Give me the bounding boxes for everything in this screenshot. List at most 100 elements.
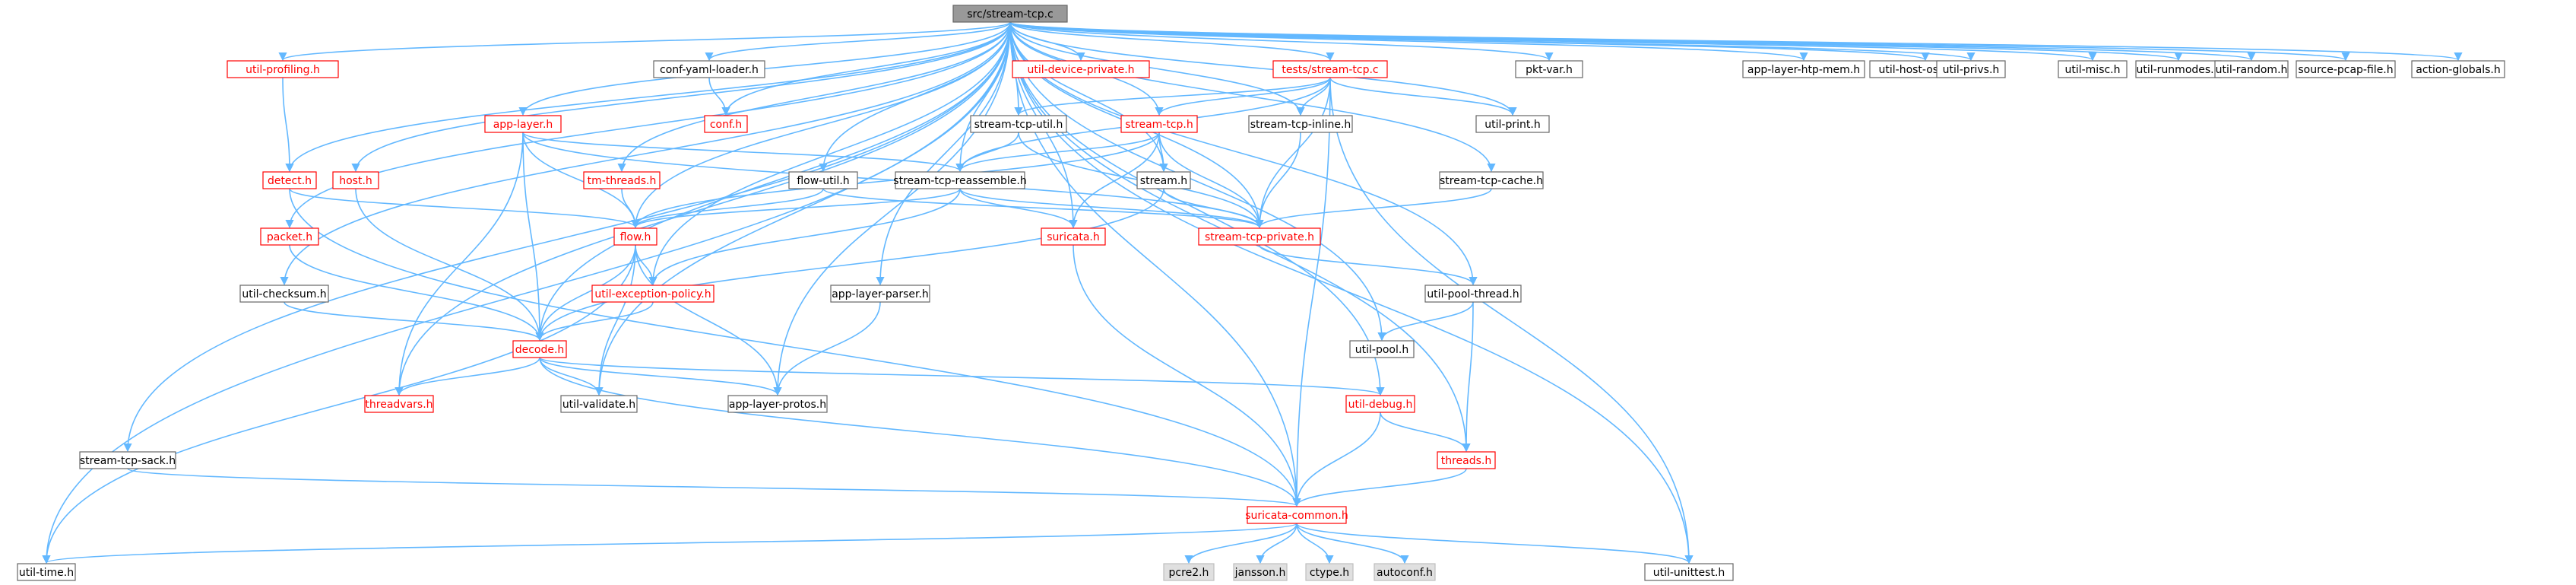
edge-stream_tcp_util-to-stream_tcp_reassemble [955,132,1019,173]
node-util-debug[interactable]: util-debug.h [1345,395,1415,413]
node-box [1936,60,2006,78]
node-label: flow.h [620,231,651,243]
node-box [1374,563,1436,581]
node-util-pool[interactable]: util-pool.h [1349,340,1415,358]
node-label: util-profiling.h [246,64,320,76]
edge-stream_tcp_inline-to-stream_tcp_private [1255,132,1301,229]
edge-layer [42,21,2462,564]
edge-threads-to-suricata_common [1292,468,1467,507]
node-label: util-checksum.h [242,288,326,300]
edge-app_layer-to-threadvars [394,132,524,396]
node-box [653,60,765,78]
node-util-random[interactable]: util-random.h [2214,60,2289,78]
node-pkt-var[interactable]: pkt-var.h [1515,60,1583,78]
node-stream-tcp-cache[interactable]: stream-tcp-cache.h [1439,171,1544,189]
node-box [2296,60,2396,78]
node-util-unittest[interactable]: util-unittest.h [1644,563,1734,581]
node-box [1305,563,1354,581]
node-label: app-layer.h [493,119,553,131]
edge-root-to-util_checksum [280,21,1011,286]
node-threads[interactable]: threads.h [1437,451,1496,469]
node-label: stream-tcp.h [1125,119,1193,131]
edge-flow_util-to-flow [631,188,824,229]
node-stream-tcp-inline[interactable]: stream-tcp-inline.h [1248,115,1353,133]
edge-root-to-util_print [1009,21,1517,116]
edge-root-to-util_random [1009,21,2255,62]
node-flow-util[interactable]: flow-util.h [788,171,858,189]
node-util-checksum[interactable]: util-checksum.h [239,285,329,303]
edge-root-to-flow [631,21,1011,229]
node-util-pool-thread[interactable]: util-pool-thread.h [1424,285,1522,303]
node-label: stream-tcp-util.h [974,119,1063,131]
edge-stream_tcp_private-to-util_pool_thread [1259,244,1478,286]
edge-root-to-stream_tcp_sack [123,21,1011,453]
node-action-globals[interactable]: action-globals.h [2411,60,2505,78]
node-util-print[interactable]: util-print.h [1475,115,1550,133]
node-app-layer-parser[interactable]: app-layer-parser.h [830,285,930,303]
node-root[interactable]: src/stream-tcp.c [952,5,1068,23]
node-box [2411,60,2505,78]
node-box [1012,60,1150,78]
node-source-pcap-file[interactable]: source-pcap-file.h [2296,60,2396,78]
node-stream-tcp-reassemble[interactable]: stream-tcp-reassemble.h [893,171,1027,189]
node-label: util-print.h [1484,119,1540,131]
node-util-device-private[interactable]: util-device-private.h [1012,60,1150,78]
node-detect[interactable]: detect.h [262,171,317,189]
node-flow[interactable]: flow.h [613,227,657,246]
node-util-exception-policy[interactable]: util-exception-policy.h [591,285,714,303]
node-suricata-common[interactable]: suricata-common.h [1245,506,1348,524]
node-stream-tcp[interactable]: stream-tcp.h [1120,115,1198,133]
edge-tests_stream_tcp-to-util_unittest [1329,77,1694,564]
edge-host-to-decode [355,188,544,342]
node-stream[interactable]: stream.h [1136,171,1191,189]
node-conf-yaml-loader[interactable]: conf-yaml-loader.h [653,60,765,78]
node-box [1233,563,1288,581]
node-stream-tcp-private[interactable]: stream-tcp-private.h [1198,227,1321,246]
node-box [895,171,1025,189]
edge-root-to-app_layer_protos [773,21,1011,396]
node-label: stream-tcp-sack.h [80,455,176,467]
node-threadvars[interactable]: threadvars.h [364,395,434,413]
edge-root-to-detect [285,21,1011,173]
node-host[interactable]: host.h [332,171,379,189]
edge-stream_tcp_reassemble-to-suricata [959,188,1078,229]
node-label: util-validate.h [562,399,635,411]
edge-detect-to-flow [289,188,640,229]
node-box [1247,506,1347,524]
edge-flow-to-util_exception_policy [635,244,657,286]
node-app-layer-htp-mem[interactable]: app-layer-htp-mem.h [1742,60,1865,78]
node-label: threads.h [1441,455,1492,467]
node-stream-tcp-sack[interactable]: stream-tcp-sack.h [79,451,176,469]
node-util-validate[interactable]: util-validate.h [560,395,638,413]
node-util-runmodes[interactable]: util-runmodes.h [2135,60,2222,78]
edge-flow-to-decode [535,244,636,342]
node-util-time[interactable]: util-time.h [17,563,76,581]
node-stream-tcp-util[interactable]: stream-tcp-util.h [970,115,1067,133]
edge-root-to-conf_yaml_loader [705,21,1011,62]
node-box [1163,563,1215,581]
node-box [239,285,329,303]
node-box [364,395,434,413]
node-label: packet.h [267,231,312,243]
node-util-profiling[interactable]: util-profiling.h [227,60,339,78]
node-conf[interactable]: conf.h [704,115,748,133]
node-label: detect.h [268,175,312,187]
node-suricata[interactable]: suricata.h [1041,227,1106,246]
node-tests-stream-tcp[interactable]: tests/stream-tcp.c [1272,60,1388,78]
node-label: stream-tcp-cache.h [1440,175,1543,187]
node-packet[interactable]: packet.h [260,227,319,246]
node-app-layer-protos[interactable]: app-layer-protos.h [727,395,828,413]
edge-stream-to-decode [535,188,1164,342]
node-app-layer[interactable]: app-layer.h [484,115,562,133]
node-decode[interactable]: decode.h [512,340,567,358]
node-box [2058,60,2128,78]
edge-root-to-action_globals [1009,21,2462,62]
node-util-misc[interactable]: util-misc.h [2058,60,2128,78]
edge-stream_tcp-to-stream_tcp_private [1158,132,1264,229]
edge-root-to-util_exception_policy [648,21,1011,286]
node-box [1515,60,1583,78]
node-tm-threads[interactable]: tm-threads.h [583,171,661,189]
edge-tests_stream_tcp-to-stream_tcp_util [1014,77,1331,116]
node-label: util-pool-thread.h [1427,288,1519,300]
node-util-privs[interactable]: util-privs.h [1936,60,2006,78]
